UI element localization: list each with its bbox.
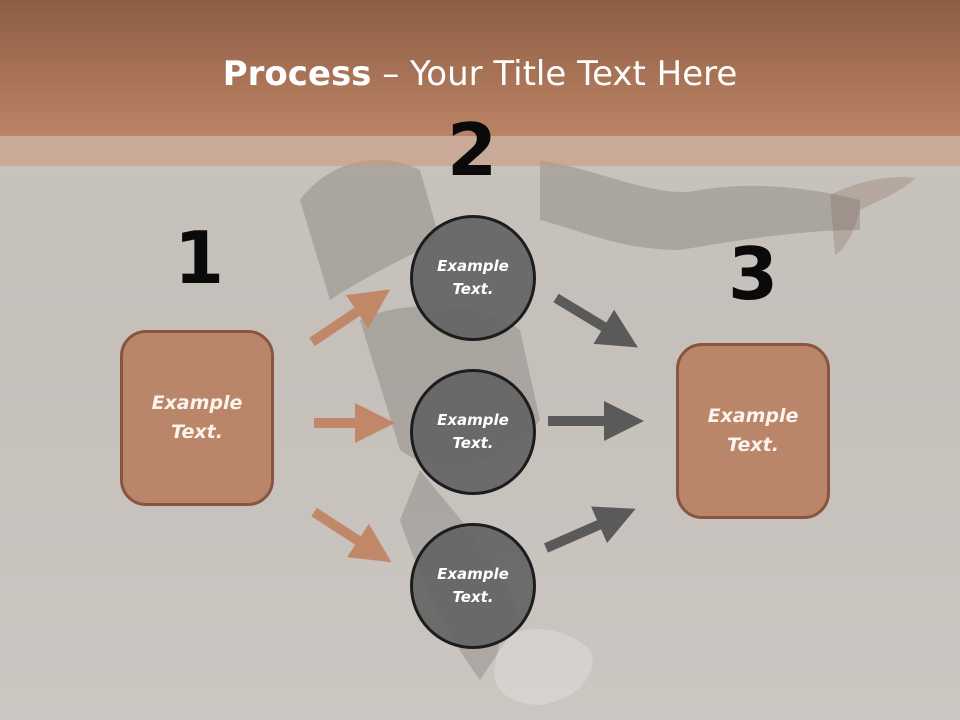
circle-top-text: Example Text. [437,257,509,298]
title-bar-band [0,136,960,166]
right-box: Example Text. [676,343,830,519]
step-number-2: 2 [446,108,498,192]
title-bar [0,0,960,136]
title-bold: Process [222,54,372,94]
arrow-left-down [311,507,392,563]
circle-middle: Example Text. [410,369,536,495]
step-number-3: 3 [727,232,779,316]
circle-bottom-text: Example Text. [437,565,509,606]
circle-middle-text: Example Text. [437,411,509,452]
left-box-text: Example Text. [151,392,243,443]
right-box-text: Example Text. [707,405,799,456]
title-rest: – Your Title Text Here [371,54,738,94]
arrow-right-up [543,506,636,553]
circle-top: Example Text. [410,215,536,341]
slide-title: Process – Your Title Text Here [0,52,960,96]
arrow-left-up [309,289,391,347]
arrow-right-down [553,293,638,348]
circle-bottom: Example Text. [410,523,536,649]
left-box: Example Text. [120,330,274,506]
step-number-1: 1 [173,216,225,300]
